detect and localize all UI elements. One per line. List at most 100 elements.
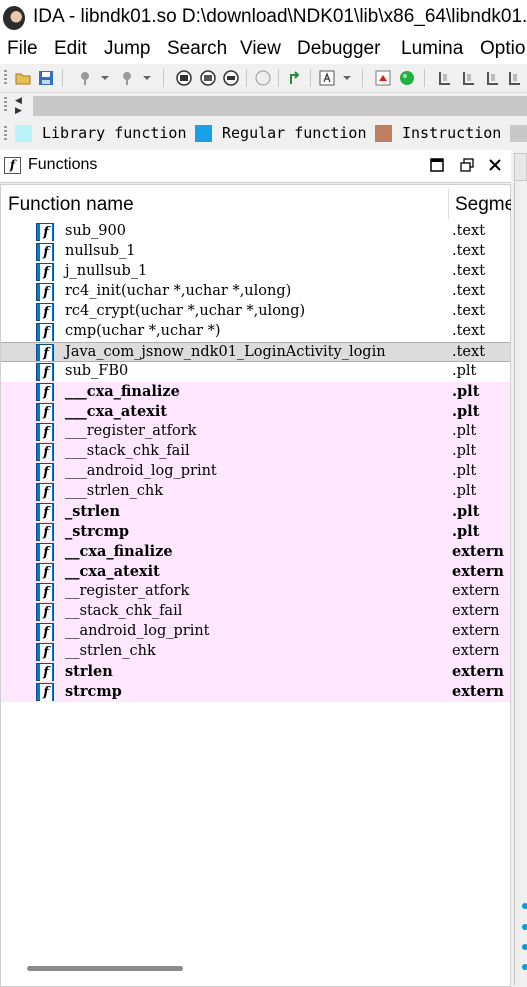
dropdown-arrow-icon[interactable] [96,69,114,87]
function-segment: extern [452,643,500,659]
run-icon[interactable] [398,69,416,87]
table-row[interactable]: f___cxa_atexit.plt [1,402,510,422]
function-name: __cxa_finalize [65,543,173,560]
function-segment: .plt [452,363,477,379]
legend-grip[interactable] [4,126,7,142]
function-name: rc4_init(uchar *,uchar *,ulong) [65,283,292,299]
menu-view[interactable]: View [240,38,281,59]
function-icon: f [36,383,54,401]
function-name: cmp(uchar *,uchar *) [65,323,221,339]
function-icon: f [36,363,54,381]
close-icon[interactable] [484,154,506,176]
function-segment: extern [452,543,504,560]
function-segment: extern [452,583,500,599]
breakpoint-icon[interactable] [374,69,392,87]
nav-scroll-arrows-icon[interactable]: ◀▶ [15,95,22,115]
jump-back-icon[interactable] [76,69,94,87]
function-segment: .plt [452,403,480,420]
menu-options[interactable]: Optio [480,38,526,59]
text-view-icon[interactable] [199,69,217,87]
function-segment: .text [452,243,486,259]
font-a-icon[interactable] [318,69,336,87]
function-icon: f [36,563,54,581]
function-segment: .plt [452,483,477,499]
navigation-strip[interactable] [33,96,527,116]
menu-lumina[interactable]: Lumina [401,38,464,59]
legend-bar: Library function Regular function Instru… [0,120,527,148]
navigation-band: ◀▶ [0,93,527,119]
function-segment: extern [452,603,500,619]
function-icon: f [36,683,54,701]
table-row[interactable]: f___android_log_print.plt [1,462,510,482]
column-divider[interactable] [448,189,449,219]
function-icon: f [36,443,54,461]
function-name: rc4_crypt(uchar *,uchar *,ulong) [65,303,306,319]
toolbar-grip[interactable] [4,70,7,86]
functions-panel-header: f Functions [0,150,511,183]
float-window-icon[interactable] [456,154,478,176]
function-name: __register_atfork [65,583,190,599]
table-row[interactable]: f_strcmp.plt [1,522,510,542]
script-icon[interactable] [254,69,272,87]
column-header-function-name[interactable]: Function name [8,194,134,215]
function-name: _strcmp [65,523,130,540]
jump-arrow-icon[interactable] [286,69,304,87]
table-row[interactable]: f___register_atfork.plt [1,422,510,442]
legend-label-instruction: Instruction [402,124,502,142]
menu-file[interactable]: File [7,38,38,59]
function-name: Java_com_jsnow_ndk01_LoginActivity_login [65,344,386,360]
save-icon[interactable] [37,69,55,87]
open-folder-icon[interactable] [14,69,32,87]
graph-node-icon [522,944,527,950]
function-icon: f [36,463,54,481]
jump-forward-icon[interactable] [118,69,136,87]
menu-edit[interactable]: Edit [54,38,87,59]
table-row[interactable]: f___cxa_finalize.plt [1,382,510,402]
function-name: ___strlen_chk [65,483,164,499]
function-segment: extern [452,623,500,639]
menu-debugger[interactable]: Debugger [297,38,381,59]
segment-icon[interactable] [506,69,524,87]
function-segment: .plt [452,383,480,400]
column-header-segment[interactable]: Segme [455,194,516,215]
graph-view-icon[interactable] [175,69,193,87]
dropdown-arrow-icon[interactable] [138,69,156,87]
horizontal-scrollbar-thumb[interactable] [27,966,183,971]
menu-bar: File Edit Jump Search View Debugger Lumi… [0,36,527,64]
segment-icon[interactable] [460,69,478,87]
table-row[interactable]: f___stack_chk_fail.plt [1,442,510,462]
function-icon: f [36,243,54,261]
table-row[interactable]: f___strlen_chk.plt [1,482,510,502]
menu-jump[interactable]: Jump [104,38,151,59]
adjacent-panel-tab[interactable] [514,153,527,181]
graph-node-icon [522,964,527,970]
table-row[interactable]: f_strlen.plt [1,502,510,522]
segment-icon[interactable] [484,69,502,87]
function-segment: .text [452,303,486,319]
menu-search[interactable]: Search [167,38,228,59]
legend-label-regular: Regular function [222,124,367,142]
dropdown-arrow-icon[interactable] [338,69,356,87]
segment-icon[interactable] [436,69,454,87]
panel-divider[interactable] [514,182,515,985]
function-name: __cxa_atexit [65,563,160,580]
navbar-grip[interactable] [4,97,7,113]
hex-view-icon[interactable] [222,69,240,87]
maximize-icon[interactable] [426,154,448,176]
